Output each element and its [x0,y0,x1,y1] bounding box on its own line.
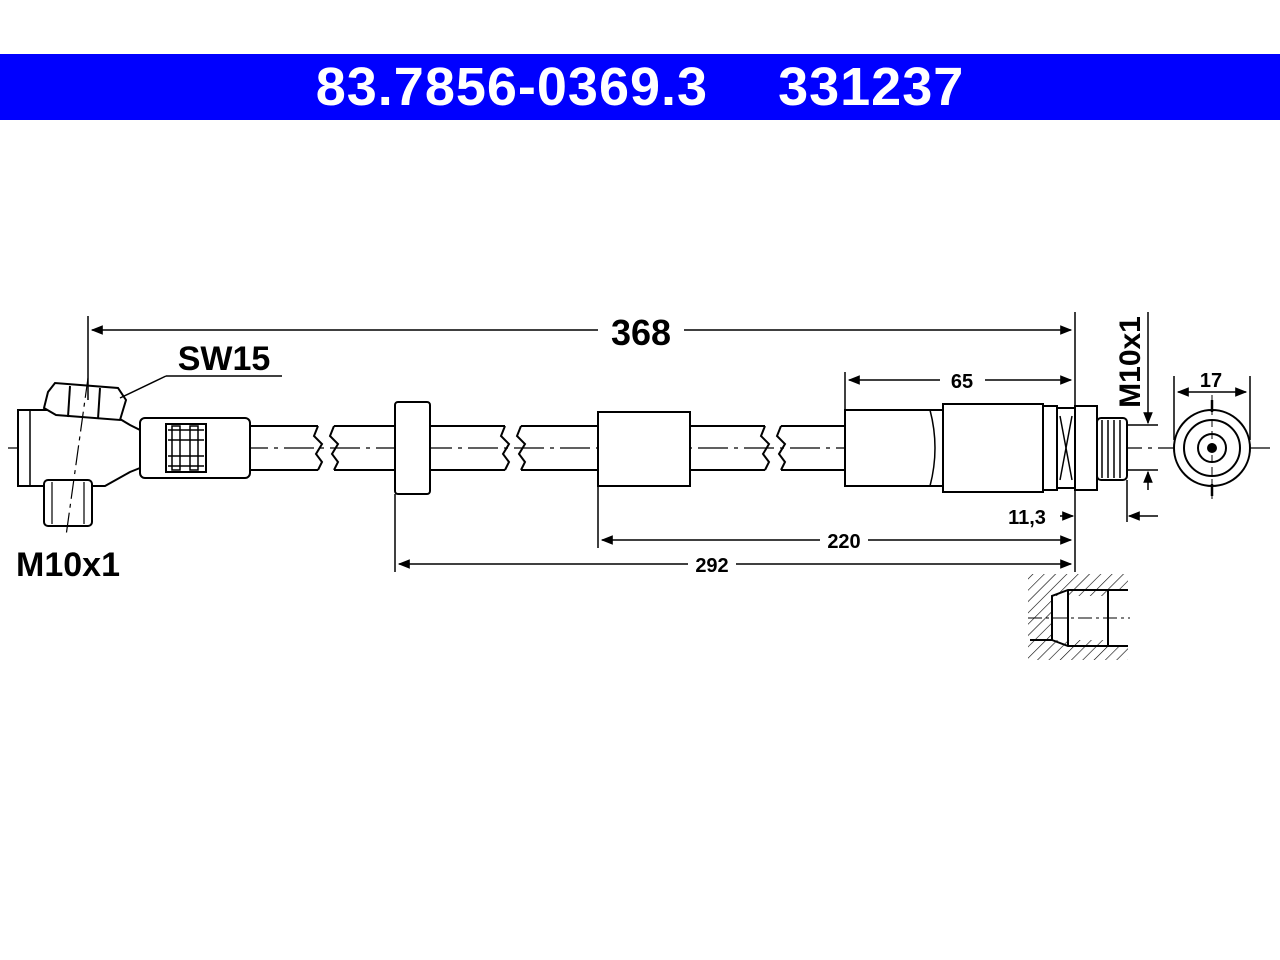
hex-width-label: 17 [1200,370,1222,392]
right-thread-label: M10x1 [1114,316,1147,408]
left-banjo-fitting [17,381,141,527]
port-section-detail [1028,574,1130,660]
sleeve-to-end-label: 220 [827,531,860,553]
part-number: 83.7856-0369.3 [315,57,709,117]
bracket-collar [394,401,431,495]
overall-length-label: 368 [611,312,671,353]
protective-sleeve [597,411,691,487]
right-end-fitting [844,403,1128,493]
left-crimp-sleeve [139,417,251,479]
article-number: 331237 [778,57,965,117]
header-banner: 83.7856-0369.3 331237 [0,54,1280,120]
bracket-to-end-label: 292 [695,555,728,577]
end-fitting-length-label: 65 [951,371,973,393]
hose-body [250,425,845,471]
end-view [1173,395,1251,500]
thread-length-label: 11,3 [1008,507,1046,529]
wrench-size-label: SW15 [178,340,271,378]
left-thread-label: M10x1 [16,546,120,584]
